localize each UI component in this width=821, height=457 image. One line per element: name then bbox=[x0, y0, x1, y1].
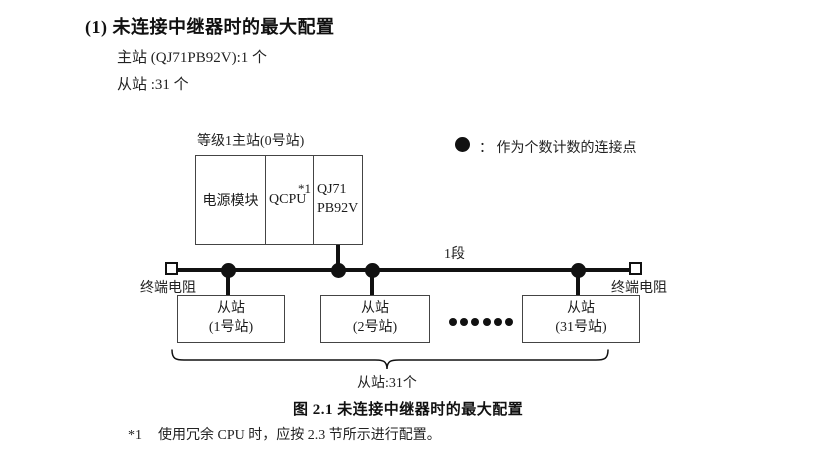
connection-point-icon bbox=[455, 137, 470, 152]
power-module-cell: 电源模块 bbox=[196, 156, 266, 244]
bus-line bbox=[172, 268, 640, 272]
footnote-text: 使用冗余 CPU 时，应按 2.3 节所示进行配置。 bbox=[158, 428, 441, 443]
slave-station-1-box: 从站 (1号站) bbox=[177, 295, 285, 343]
brace bbox=[171, 349, 609, 370]
connection-point-icon bbox=[331, 263, 346, 278]
slave-station-31-box: 从站 (31号站) bbox=[522, 295, 640, 343]
figure-caption: 图 2.1 未连接中继器时的最大配置 bbox=[293, 402, 524, 418]
slave-station-2-box: 从站 (2号站) bbox=[320, 295, 430, 343]
slave-count-line: 从站 :31 个 bbox=[117, 77, 189, 93]
ellipsis-dots bbox=[449, 317, 513, 326]
left-terminator-label: 终端电阻 bbox=[140, 281, 196, 296]
legend-text: ： 作为个数计数的连接点 bbox=[479, 141, 637, 156]
segment-label: 1段 bbox=[444, 247, 465, 262]
master-drop-line bbox=[336, 245, 340, 270]
footnote-ref-marker: *1 bbox=[298, 181, 311, 196]
footnote: *1 使用冗余 CPU 时，应按 2.3 节所示进行配置。 bbox=[128, 424, 441, 444]
right-terminator-label: 终端电阻 bbox=[611, 281, 667, 296]
ellipsis-dot bbox=[449, 317, 457, 326]
master-station-box: 电源模块 QCPU *1 QJ71 PB92V bbox=[195, 155, 363, 245]
footnote-marker: *1 bbox=[128, 428, 142, 443]
ellipsis-dot bbox=[504, 317, 513, 326]
brace-label: 从站:31个 bbox=[357, 376, 417, 391]
ellipsis-dot bbox=[460, 317, 469, 326]
slave31-drop-line bbox=[576, 270, 580, 295]
ellipsis-dot bbox=[482, 317, 491, 326]
ellipsis-dot bbox=[493, 317, 502, 326]
qcpu-cell: QCPU *1 bbox=[266, 156, 314, 244]
master-count-line: 主站 (QJ71PB92V):1 个 bbox=[117, 50, 268, 66]
slave2-drop-line bbox=[370, 270, 374, 295]
qcpu-label: QCPU bbox=[269, 192, 307, 207]
master-station-label: 等级1主站(0号站) bbox=[197, 134, 305, 149]
right-terminator-icon bbox=[629, 262, 642, 275]
left-terminator-icon bbox=[165, 262, 178, 275]
qj71pb92v-cell: QJ71 PB92V bbox=[317, 182, 359, 216]
section-title: (1) 未连接中继器时的最大配置 bbox=[85, 17, 335, 37]
ellipsis-dot bbox=[471, 317, 480, 326]
slave1-drop-line bbox=[226, 270, 230, 295]
